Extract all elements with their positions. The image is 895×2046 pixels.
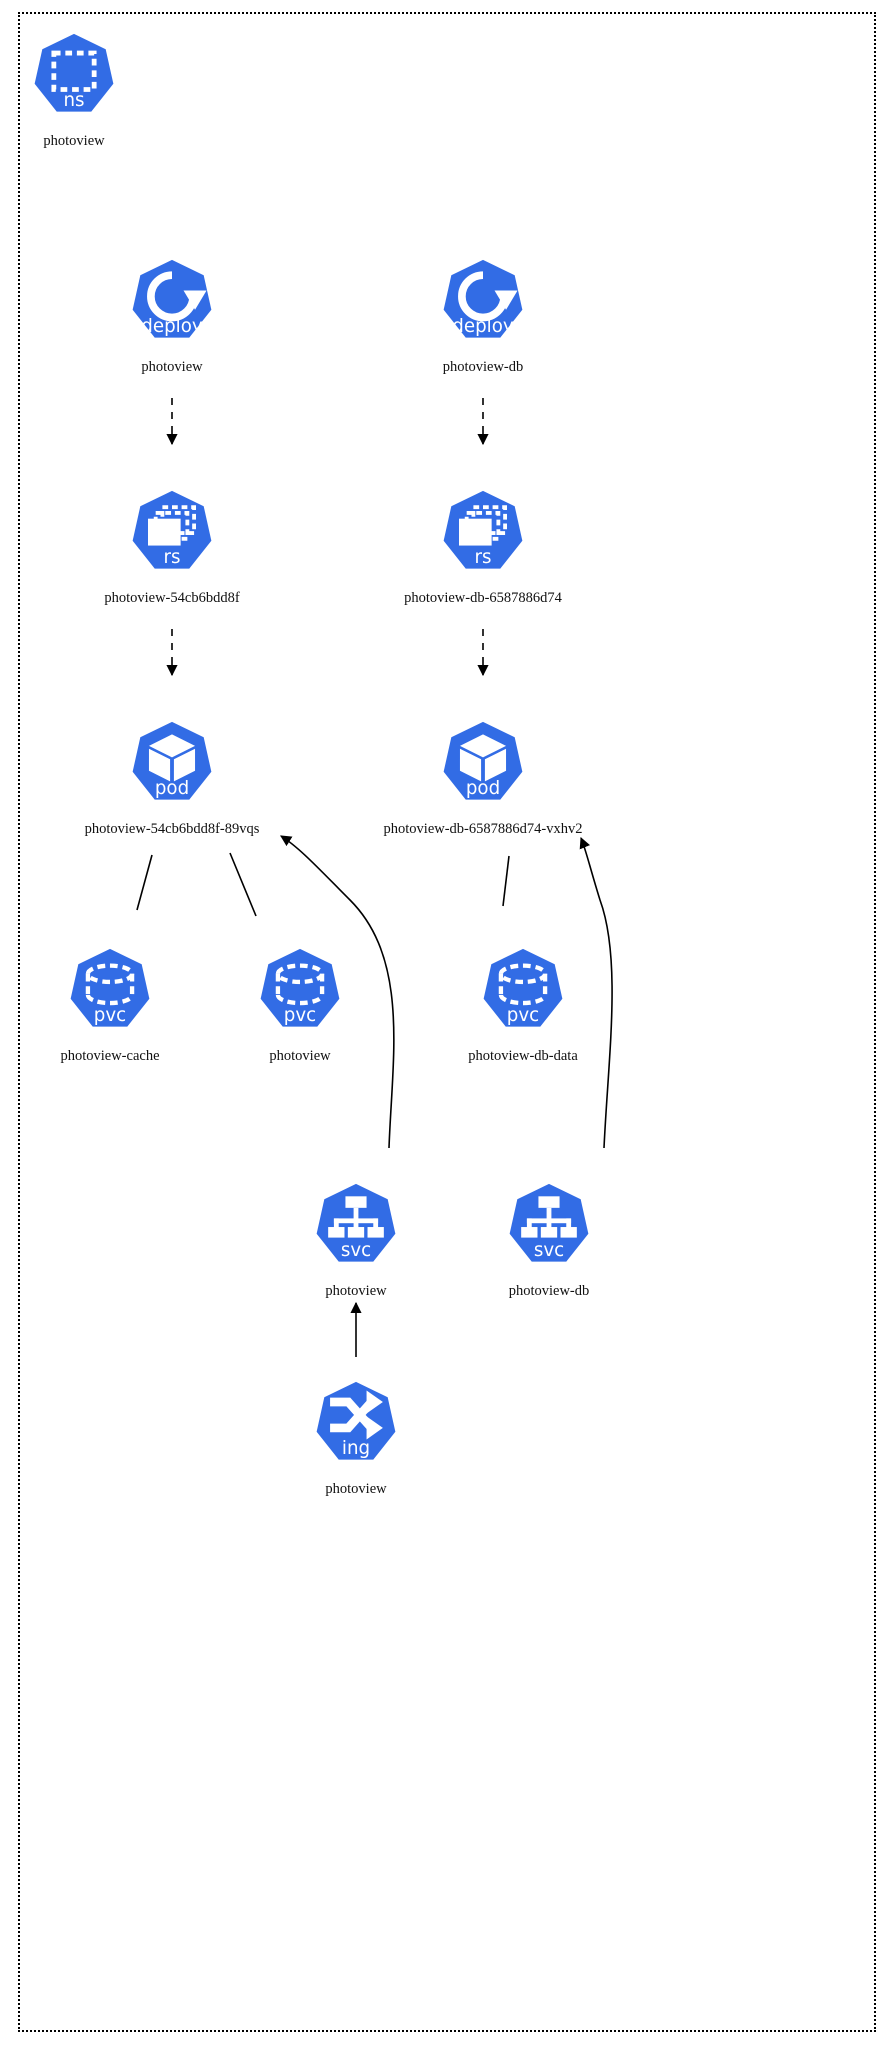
node-pvc-photoview-db-data[interactable]: pvc photoview-db-data — [413, 945, 633, 1065]
node-label: photoview-db — [508, 1283, 590, 1299]
node-label: photoview-cache — [60, 1048, 160, 1064]
node-replicaset-photoview-db[interactable]: rs photoview-db-6587886d74 — [373, 487, 593, 607]
cluster-namespace-boundary — [18, 12, 876, 2032]
node-label: photoview-db-6587886d74-vxhv2 — [383, 821, 583, 837]
node-pod-photoview-db[interactable]: pod photoview-db-6587886d74-vxhv2 — [373, 718, 593, 838]
node-label: photoview-54cb6bdd8f — [104, 590, 240, 606]
svg-text:rs: rs — [164, 547, 181, 568]
node-replicaset-photoview[interactable]: rs photoview-54cb6bdd8f — [62, 487, 282, 607]
pvc-icon: pvc — [62, 945, 158, 1041]
svg-text:pvc: pvc — [284, 1005, 316, 1026]
node-label: photoview — [141, 359, 203, 375]
node-label: photoview — [325, 1481, 387, 1497]
node-service-photoview-db[interactable]: svc photoview-db — [439, 1180, 659, 1300]
deployment-icon: deploy — [124, 256, 220, 352]
node-label: photoview — [325, 1283, 387, 1299]
node-deployment-photoview-db[interactable]: deploy photoview-db — [373, 256, 593, 376]
node-label: photoview-54cb6bdd8f-89vqs — [84, 821, 260, 837]
svg-text:pvc: pvc — [507, 1005, 539, 1026]
node-label: photoview-db-6587886d74 — [404, 590, 562, 606]
ingress-icon: ing — [308, 1378, 404, 1474]
service-icon: svc — [501, 1180, 597, 1276]
pvc-icon: pvc — [475, 945, 571, 1041]
pod-icon: pod — [435, 718, 531, 814]
svg-text:pod: pod — [155, 778, 189, 799]
node-ingress-photoview[interactable]: ing photoview — [246, 1378, 466, 1498]
deployment-icon: deploy — [435, 256, 531, 352]
namespace-icon: ns — [26, 30, 122, 126]
svg-text:pod: pod — [466, 778, 500, 799]
pod-icon: pod — [124, 718, 220, 814]
svg-text:svc: svc — [534, 1240, 564, 1261]
svg-text:svc: svc — [341, 1240, 371, 1261]
svg-text:rs: rs — [475, 547, 492, 568]
svg-text:ing: ing — [342, 1438, 370, 1459]
svg-text:ns: ns — [63, 90, 84, 111]
replicaset-icon: rs — [124, 487, 220, 583]
node-service-photoview[interactable]: svc photoview — [246, 1180, 466, 1300]
node-label: photoview — [269, 1048, 331, 1064]
node-pod-photoview[interactable]: pod photoview-54cb6bdd8f-89vqs — [62, 718, 282, 838]
node-label: photoview-db-data — [468, 1048, 578, 1064]
node-pvc-photoview-cache[interactable]: pvc photoview-cache — [0, 945, 220, 1065]
node-pvc-photoview[interactable]: pvc photoview — [190, 945, 410, 1065]
node-label: photoview — [43, 133, 105, 149]
node-namespace-photoview[interactable]: ns photoview — [0, 30, 184, 150]
pvc-icon: pvc — [252, 945, 348, 1041]
node-label: photoview-db — [442, 359, 524, 375]
node-deployment-photoview[interactable]: deploy photoview — [62, 256, 282, 376]
svg-text:pvc: pvc — [94, 1005, 126, 1026]
svg-text:deploy: deploy — [141, 316, 203, 337]
replicaset-icon: rs — [435, 487, 531, 583]
svg-text:deploy: deploy — [452, 316, 514, 337]
service-icon: svc — [308, 1180, 404, 1276]
